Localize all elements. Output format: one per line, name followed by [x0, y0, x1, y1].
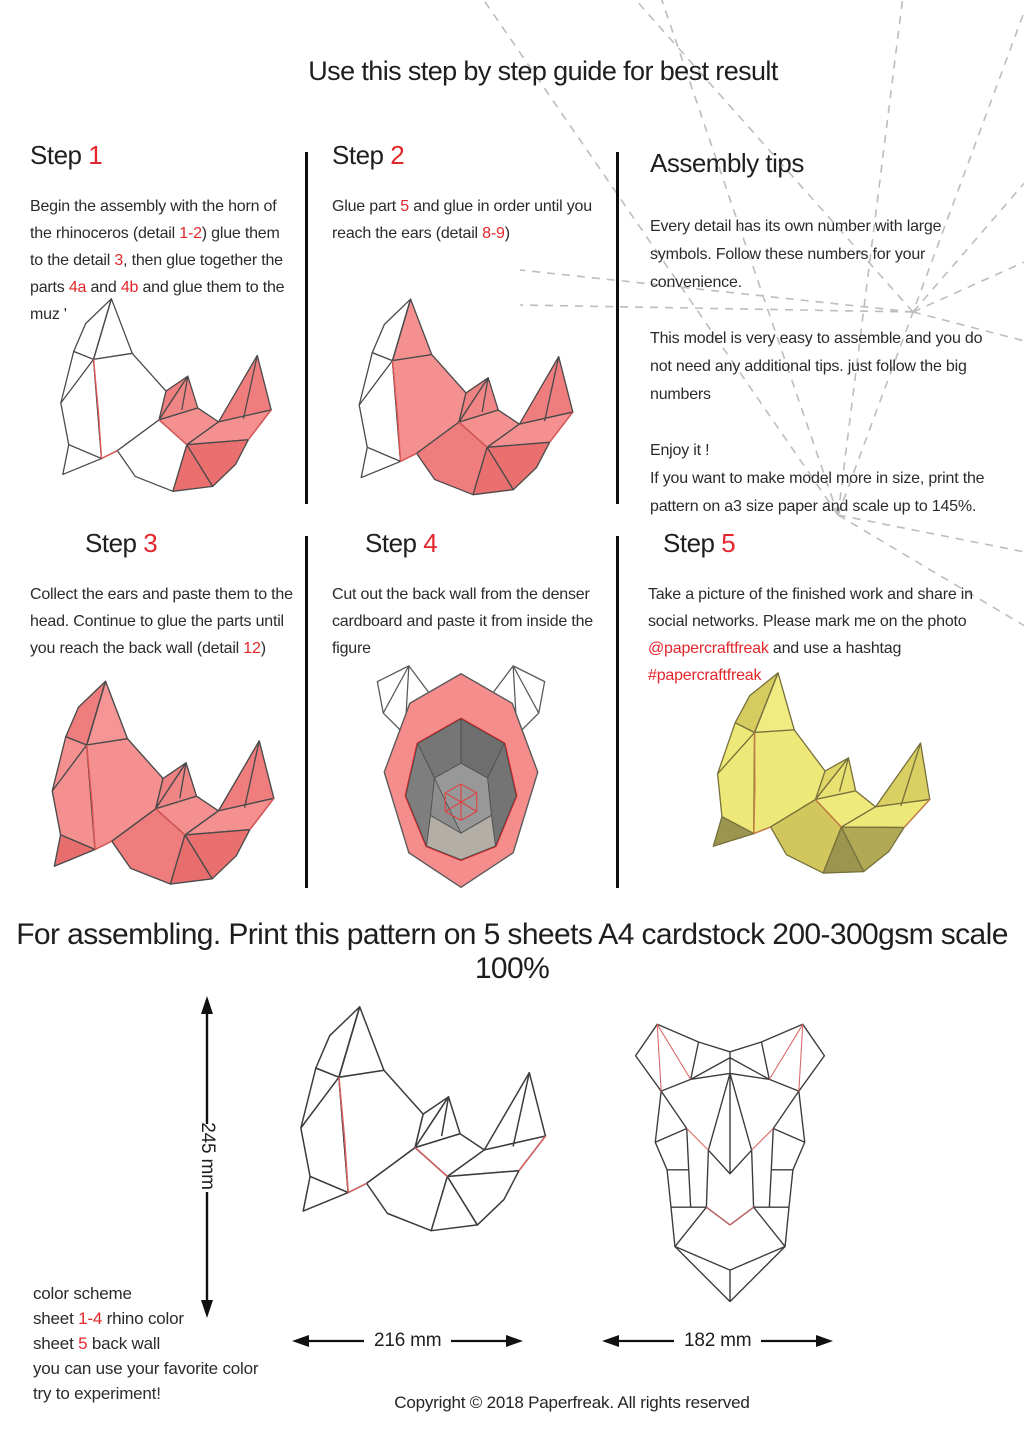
assembly-tips-paragraph: Every detail has its own number with lar… [650, 218, 942, 291]
color-scheme-line: sheet 1-4 rhino color [33, 1309, 184, 1328]
color-scheme-line: try to experiment! [33, 1384, 161, 1403]
step-5-block: Step 5 Take a picture of the finished wo… [648, 528, 1000, 689]
assembly-tips-paragraph: Enjoy it ! [650, 442, 710, 459]
step-2-heading: Step 2 [332, 140, 405, 170]
step-2-rhino-illustration [359, 299, 573, 495]
pattern-front-wireframe [634, 1023, 826, 1303]
column-divider [616, 536, 619, 888]
copyright-text: Copyright © 2018 Paperfreak. All rights … [394, 1393, 750, 1412]
arrow-left-icon [292, 1335, 364, 1347]
step-1-text: Begin the assembly with the horn of the … [30, 198, 285, 323]
color-scheme-note: color scheme sheet 1-4 rhino color sheet… [33, 1281, 259, 1406]
pattern-side-wireframe [300, 1006, 546, 1231]
step-3-text: Collect the ears and paste them to the h… [30, 586, 293, 657]
arrow-left-icon [602, 1335, 674, 1347]
step-3-rhino-illustration [52, 681, 274, 885]
step-1-block: Step 1 Begin the assembly with the horn … [30, 140, 296, 328]
side-width-label: 216 mm [374, 1330, 442, 1351]
assembly-tips-paragraph: This model is very easy to assemble and … [650, 330, 983, 403]
assembly-tips-block: Assembly tips Every detail has its own n… [650, 148, 1000, 521]
arrow-right-icon [761, 1335, 834, 1347]
step-1-rhino-illustration [60, 298, 272, 492]
step-2-text: Glue part 5 and glue in order until you … [332, 198, 592, 242]
step-5-heading: Step 5 [663, 528, 736, 558]
column-divider [616, 152, 619, 504]
step-5-rhino-illustration [709, 670, 940, 882]
column-divider [305, 152, 308, 504]
page-title: Use this step by step guide for best res… [308, 56, 778, 86]
step-4-text: Cut out the back wall from the denser ca… [332, 586, 594, 657]
color-scheme-line: sheet 5 back wall [33, 1334, 161, 1353]
step-5-text: Take a picture of the finished work and … [648, 586, 973, 684]
color-scheme-line: color scheme [33, 1284, 132, 1303]
arrow-right-icon [451, 1335, 524, 1347]
pattern-section-title: For assembling. Print this pattern on 5 … [16, 918, 1008, 985]
assembly-tips-heading: Assembly tips [650, 148, 804, 178]
step-1-heading: Step 1 [30, 140, 103, 170]
height-dimension-label: 245 mm [197, 1122, 218, 1190]
color-scheme-line: you can use your favorite color [33, 1359, 259, 1378]
front-width-label: 182 mm [684, 1330, 752, 1351]
assembly-tips-paragraph: If you want to make model more in size, … [650, 470, 985, 515]
step-3-heading: Step 3 [85, 528, 158, 558]
height-dimension-arrow-icon [201, 996, 213, 1318]
step-3-block: Step 3 Collect the ears and paste them t… [30, 528, 296, 662]
front-width-dimension: 182 mm [602, 1330, 834, 1352]
column-divider [305, 536, 308, 888]
side-width-dimension: 216 mm [292, 1330, 524, 1352]
step-2-block: Step 2 Glue part 5 and glue in order unt… [332, 140, 598, 247]
step-4-backwall-illustration [376, 665, 546, 888]
step-4-block: Step 4 Cut out the back wall from the de… [332, 528, 598, 662]
step-4-heading: Step 4 [365, 528, 438, 558]
